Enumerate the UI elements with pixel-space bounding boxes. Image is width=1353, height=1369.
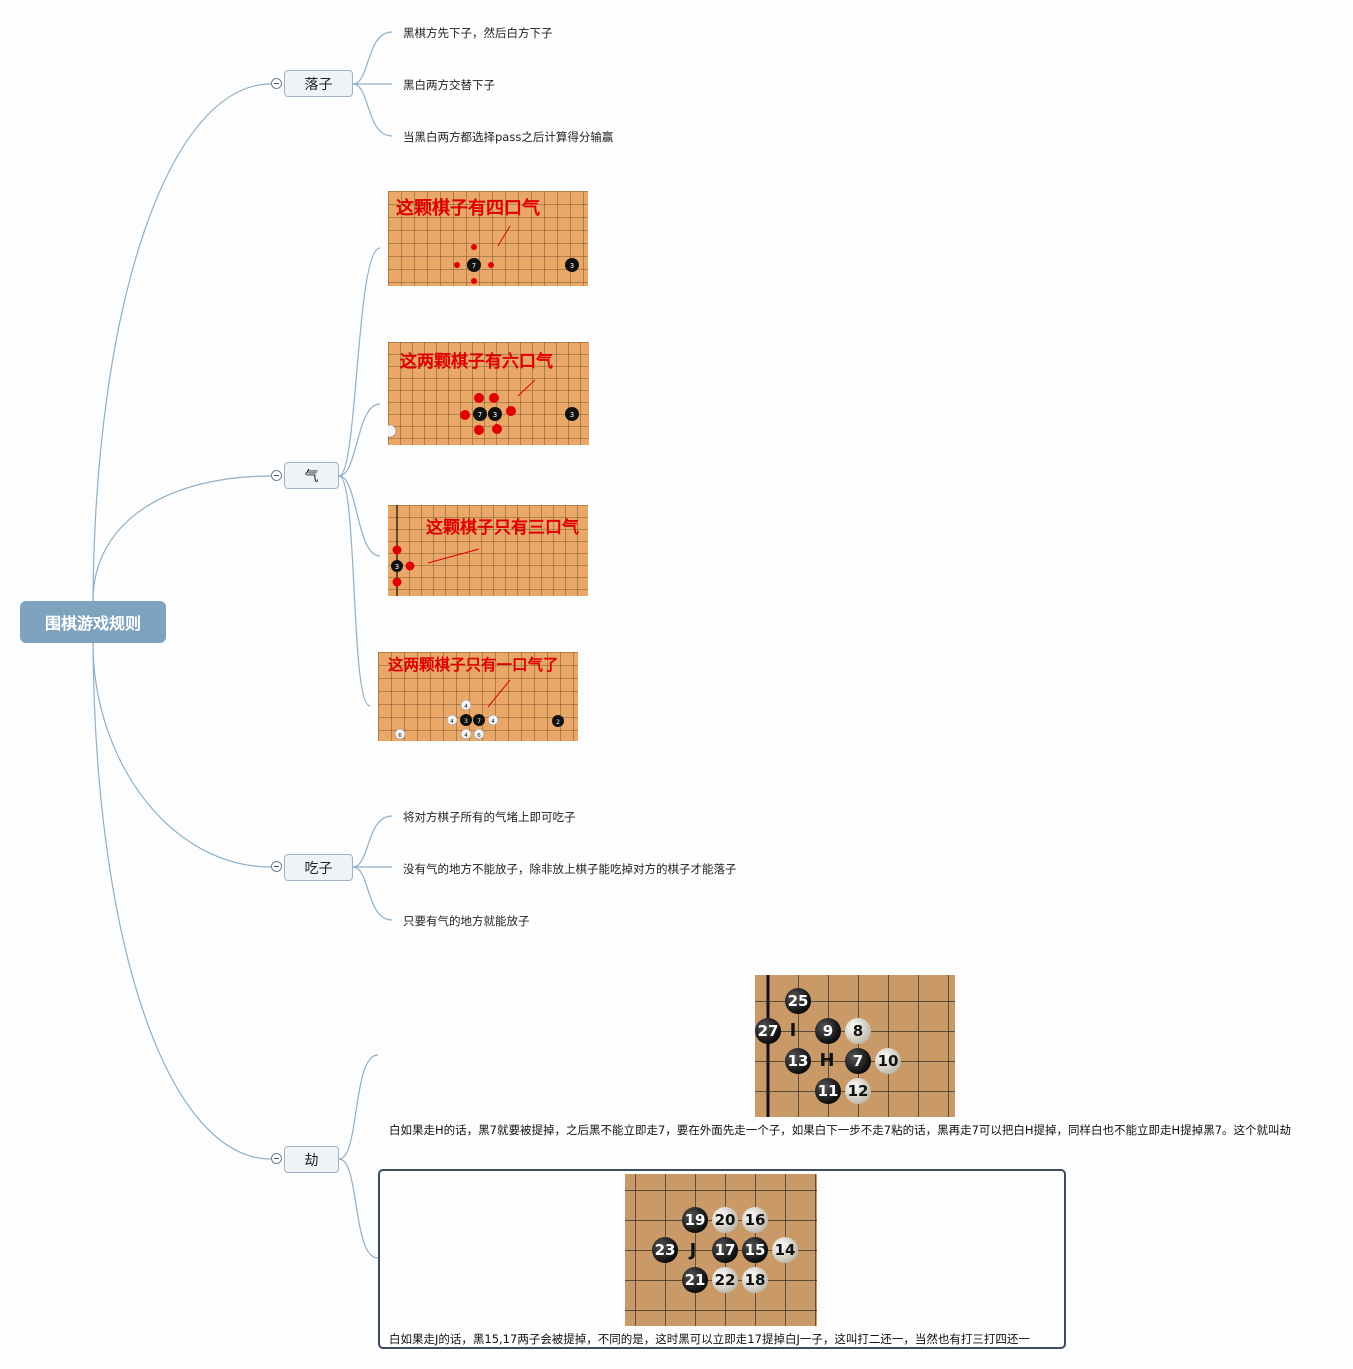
- stone-number: 3: [493, 411, 497, 419]
- stone-number: 6: [477, 733, 481, 739]
- connector-chizi-leaf-1: [352, 815, 393, 868]
- connector-qi-img-4: [338, 475, 371, 707]
- jie-diagram-1[interactable]: 25 27 I 9 8 13 H 7 10 11 12: [755, 975, 955, 1117]
- stone-number: 3: [570, 411, 574, 419]
- stone-number: 4: [464, 704, 468, 710]
- stone-number: 10: [878, 1052, 899, 1070]
- stone-number: 11: [818, 1082, 839, 1100]
- stone-number: 2: [556, 719, 560, 726]
- point-letter: H: [819, 1050, 834, 1071]
- stone-number: 22: [715, 1271, 736, 1289]
- branch-chizi[interactable]: 吃子: [284, 854, 353, 881]
- stone-number: 3: [395, 563, 399, 571]
- stone-number: 17: [715, 1241, 736, 1259]
- connector-luozi-leaf-1: [352, 31, 393, 85]
- connector-root-chizi: [92, 642, 272, 868]
- connector-root-qi: [92, 475, 272, 602]
- stone-number: 7: [472, 262, 476, 270]
- leaf-luozi-3[interactable]: 当黑白两方都选择pass之后计算得分输赢: [403, 130, 614, 144]
- collapse-toggle-qi[interactable]: [271, 470, 282, 481]
- go-board-image: 这颗棋子只有三口气 3: [388, 505, 588, 596]
- qi-diagram-4-caption: 这两颗棋子只有一口气了: [388, 655, 559, 674]
- stone-number: 15: [745, 1241, 766, 1259]
- jie-caption-2[interactable]: 白如果走J的话，黑15,17两子会被提掉，不同的是，这时黑可以立即走17提掉白J…: [389, 1332, 1030, 1346]
- collapse-toggle-chizi[interactable]: [271, 861, 282, 872]
- branch-luozi[interactable]: 落子: [284, 70, 353, 97]
- go-board-image: 这颗棋子有四口气 7 3: [388, 191, 588, 286]
- branch-jie[interactable]: 劫: [284, 1146, 339, 1173]
- point-letter: I: [790, 1020, 797, 1041]
- stone-number: 14: [775, 1241, 796, 1259]
- go-board-image: 这两颗棋子有六口气 7 3 3: [388, 342, 589, 445]
- qi-diagram-2[interactable]: 这两颗棋子有六口气 7 3 3: [388, 342, 589, 445]
- leaf-chizi-2[interactable]: 没有气的地方不能放子，除非放上棋子能吃掉对方的棋子才能落子: [403, 862, 737, 876]
- qi-diagram-2-caption: 这两颗棋子有六口气: [400, 351, 553, 372]
- collapse-toggle-luozi[interactable]: [271, 78, 282, 89]
- connector-jie-item-2: [338, 1158, 379, 1259]
- stone-number: 6: [398, 733, 402, 739]
- stone-number: 7: [853, 1052, 863, 1070]
- connector-qi-img-2: [338, 403, 381, 477]
- connector-luozi-leaf-3: [352, 83, 393, 137]
- stone-number: 8: [853, 1022, 863, 1040]
- qi-diagram-4[interactable]: 这两颗棋子只有一口气了 3 7 2 4 4 4 4 6 6: [378, 652, 578, 741]
- stone-number: 19: [685, 1211, 706, 1229]
- selected-topic-frame[interactable]: [378, 1169, 1066, 1349]
- go-board-image: 25 27 I 9 8 13 H 7 10 11 12: [755, 975, 955, 1117]
- branch-qi[interactable]: 气: [284, 462, 339, 489]
- qi-diagram-3-caption: 这颗棋子只有三口气: [426, 517, 579, 538]
- stone-number: 4: [491, 719, 495, 725]
- stone-number: 3: [464, 718, 468, 725]
- stone-number: 13: [788, 1052, 809, 1070]
- connector-root-jie: [92, 642, 272, 1160]
- connector-chizi-leaf-3: [352, 866, 393, 921]
- stone-number: 7: [478, 411, 482, 419]
- connector-jie-item-1: [338, 1054, 379, 1160]
- stone-number: 3: [570, 262, 574, 270]
- stone-number: 25: [788, 992, 809, 1010]
- qi-diagram-1-caption: 这颗棋子有四口气: [396, 197, 540, 219]
- stone-number: 18: [745, 1271, 766, 1289]
- jie-caption-1[interactable]: 白如果走H的话，黑7就要被提掉，之后黑不能立即走7，要在外面先走一个子，如果白下…: [389, 1123, 1292, 1137]
- collapse-toggle-jie[interactable]: [271, 1153, 282, 1164]
- stone-number: 16: [745, 1211, 766, 1229]
- connector-qi-img-3: [338, 475, 381, 557]
- qi-diagram-3[interactable]: 这颗棋子只有三口气 3: [388, 505, 588, 596]
- jie-diagram-2[interactable]: 19 20 16 23 J 17 15 14 21 22 18: [625, 1174, 817, 1326]
- connector-qi-img-1: [338, 247, 381, 477]
- stone-number: 4: [450, 719, 454, 725]
- leaf-chizi-1[interactable]: 将对方棋子所有的气堵上即可吃子: [403, 810, 576, 824]
- leaf-chizi-3[interactable]: 只要有气的地方就能放子: [403, 914, 530, 928]
- stone-number: 4: [464, 733, 468, 739]
- stone-number: 27: [758, 1022, 779, 1040]
- root-topic[interactable]: 围棋游戏规则: [20, 601, 166, 643]
- stone-number: 12: [848, 1082, 869, 1100]
- go-board-image: 19 20 16 23 J 17 15 14 21 22 18: [625, 1174, 817, 1326]
- stone-number: 21: [685, 1271, 706, 1289]
- stone-number: 7: [477, 718, 481, 725]
- stone-number: 23: [655, 1241, 676, 1259]
- leaf-luozi-2[interactable]: 黑白两方交替下子: [403, 78, 495, 92]
- connector-root-luozi: [92, 83, 272, 602]
- stone-number: 9: [823, 1022, 833, 1040]
- stone-number: 20: [715, 1211, 736, 1229]
- leaf-luozi-1[interactable]: 黑棋方先下子，然后白方下子: [403, 26, 553, 40]
- go-board-image: 这两颗棋子只有一口气了 3 7 2 4 4 4 4 6 6: [378, 652, 578, 741]
- qi-diagram-1[interactable]: 这颗棋子有四口气 7 3: [388, 191, 588, 286]
- point-letter: J: [688, 1240, 697, 1261]
